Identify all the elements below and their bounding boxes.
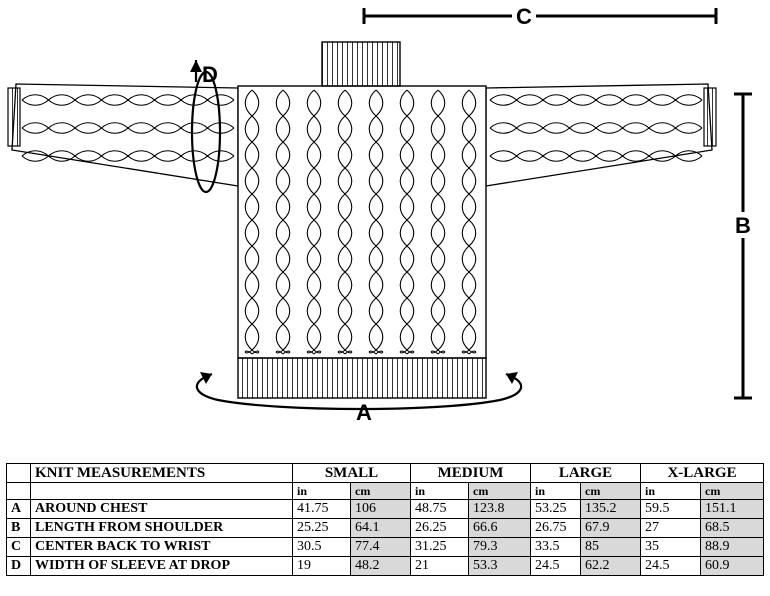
dimension-a-indicator: A [195,372,523,425]
left-sleeve [7,83,239,187]
right-sleeve [485,83,717,187]
row-label: WIDTH OF SLEEVE AT DROP [30,556,293,576]
row-key: C [6,537,31,557]
value-in: 41.75 [292,499,351,519]
unit-in: in [530,482,582,500]
value-cm: 64.1 [350,518,411,538]
row-key: A [6,499,31,519]
dimension-d-indicator: D [190,60,222,194]
unit-cm: cm [350,482,411,500]
value-in: 27 [640,518,702,538]
value-cm: 62.2 [580,556,642,576]
table-title: KNIT MEASUREMENTS [30,463,293,483]
row-label: CENTER BACK TO WRIST [30,537,293,557]
knit-measurements-table: KNIT MEASUREMENTS SMALL MEDIUM LARGE X-L… [6,463,765,576]
unit-cm: cm [580,482,642,500]
value-cm: 88.9 [700,537,765,557]
right-sleeve-cables [489,94,703,162]
value-in: 19 [292,556,351,576]
value-in: 26.75 [530,518,582,538]
value-in: 35 [640,537,702,557]
label-d: D [202,62,218,87]
size-header-large: LARGE [530,463,642,483]
size-header-small: SMALL [292,463,411,483]
value-cm: 68.5 [700,518,765,538]
value-in: 30.5 [292,537,351,557]
label-a: A [356,400,372,425]
unit-in: in [292,482,351,500]
row-label: AROUND CHEST [30,499,293,519]
hem-ribbing [237,357,487,399]
body-cables [244,89,477,355]
unit-in: in [640,482,702,500]
value-cm: 135.2 [580,499,642,519]
value-in: 26.25 [410,518,469,538]
table-row: A AROUND CHEST 41.75 106 48.75 123.8 53.… [6,499,765,519]
size-header-medium: MEDIUM [409,463,532,483]
dimension-b-indicator: B [733,92,753,400]
dimension-c-indicator: C [362,4,718,29]
row-key: B [6,518,31,538]
table-header-row: KNIT MEASUREMENTS SMALL MEDIUM LARGE X-L… [6,463,765,483]
value-cm: 66.6 [467,518,532,538]
value-in: 25.25 [292,518,351,538]
row-label: LENGTH FROM SHOULDER [30,518,293,538]
table-row: D WIDTH OF SLEEVE AT DROP 19 48.2 21 53.… [6,556,765,576]
sweater-body [237,85,487,399]
value-cm: 48.2 [350,556,411,576]
unit-in: in [410,482,469,500]
unit-row: in cm in cm in cm in cm [6,482,765,500]
value-in: 59.5 [640,499,702,519]
value-cm: 67.9 [580,518,642,538]
value-cm: 151.1 [700,499,765,519]
unit-key-cell [6,482,31,500]
value-in: 24.5 [640,556,702,576]
left-sleeve-cables [21,94,235,162]
value-cm: 85 [580,537,642,557]
table-row: C CENTER BACK TO WRIST 30.5 77.4 31.25 7… [6,537,765,557]
value-in: 48.75 [410,499,469,519]
label-c: C [516,4,532,29]
sweater-schematic: C B A D [7,4,753,425]
collar-ribbing [321,41,401,87]
size-header-x-large: X-LARGE [640,463,765,483]
unit-cm: cm [700,482,765,500]
label-b: B [735,213,751,238]
unit-cm: cm [467,482,532,500]
value-cm: 106 [350,499,411,519]
value-cm: 53.3 [467,556,532,576]
table-row: B LENGTH FROM SHOULDER 25.25 64.1 26.25 … [6,518,765,538]
value-cm: 123.8 [467,499,532,519]
value-in: 24.5 [530,556,582,576]
row-key: D [6,556,31,576]
value-cm: 79.3 [467,537,532,557]
value-in: 21 [410,556,469,576]
header-key-cell [6,463,31,483]
value-in: 31.25 [410,537,469,557]
value-cm: 60.9 [700,556,765,576]
value-in: 33.5 [530,537,582,557]
value-in: 53.25 [530,499,582,519]
unit-label-cell [30,482,293,500]
value-cm: 77.4 [350,537,411,557]
